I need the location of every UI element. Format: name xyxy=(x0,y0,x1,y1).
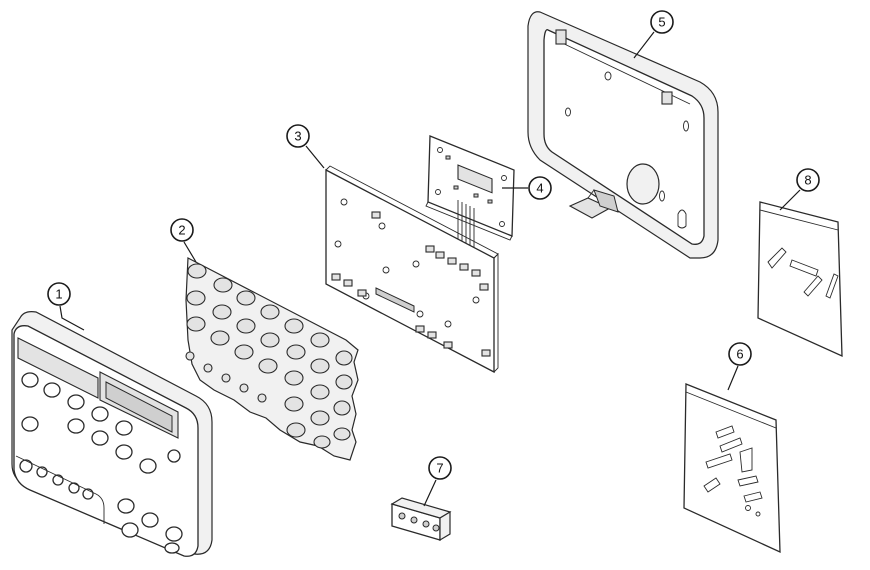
leader-5 xyxy=(633,31,655,59)
callout-8-label: 8 xyxy=(804,173,811,188)
callout-7: 7 xyxy=(428,456,452,480)
callout-6: 6 xyxy=(728,342,752,366)
callout-6-label: 6 xyxy=(736,347,743,362)
callout-1: 1 xyxy=(47,282,71,306)
part-5-back-housing xyxy=(527,11,719,259)
leader-8 xyxy=(779,189,801,211)
callout-4: 4 xyxy=(528,176,552,200)
leader-2 xyxy=(183,241,197,263)
part-8-hardware-bag xyxy=(757,201,843,358)
part-1-front-bezel xyxy=(11,311,213,557)
callout-4-label: 4 xyxy=(536,181,543,196)
callout-3: 3 xyxy=(286,124,310,148)
leader-lines xyxy=(59,31,801,507)
part-6-hardware-bag xyxy=(683,383,781,554)
callout-5-label: 5 xyxy=(658,15,665,30)
callout-7-label: 7 xyxy=(436,461,443,476)
callout-2-label: 2 xyxy=(178,223,185,238)
leader-1 xyxy=(59,305,85,331)
leader-6 xyxy=(727,365,739,391)
part-3-main-board xyxy=(325,165,499,374)
callout-3-label: 3 xyxy=(294,129,301,144)
leader-7 xyxy=(423,479,437,507)
callout-5: 5 xyxy=(650,10,674,34)
callout-2: 2 xyxy=(170,218,194,242)
part-7-connector-block xyxy=(390,497,452,542)
part-2-rubber-keypad xyxy=(185,257,359,461)
callout-8: 8 xyxy=(796,168,820,192)
part-4-display-board xyxy=(425,135,515,254)
callout-1-label: 1 xyxy=(55,287,62,302)
leader-3 xyxy=(305,145,325,169)
